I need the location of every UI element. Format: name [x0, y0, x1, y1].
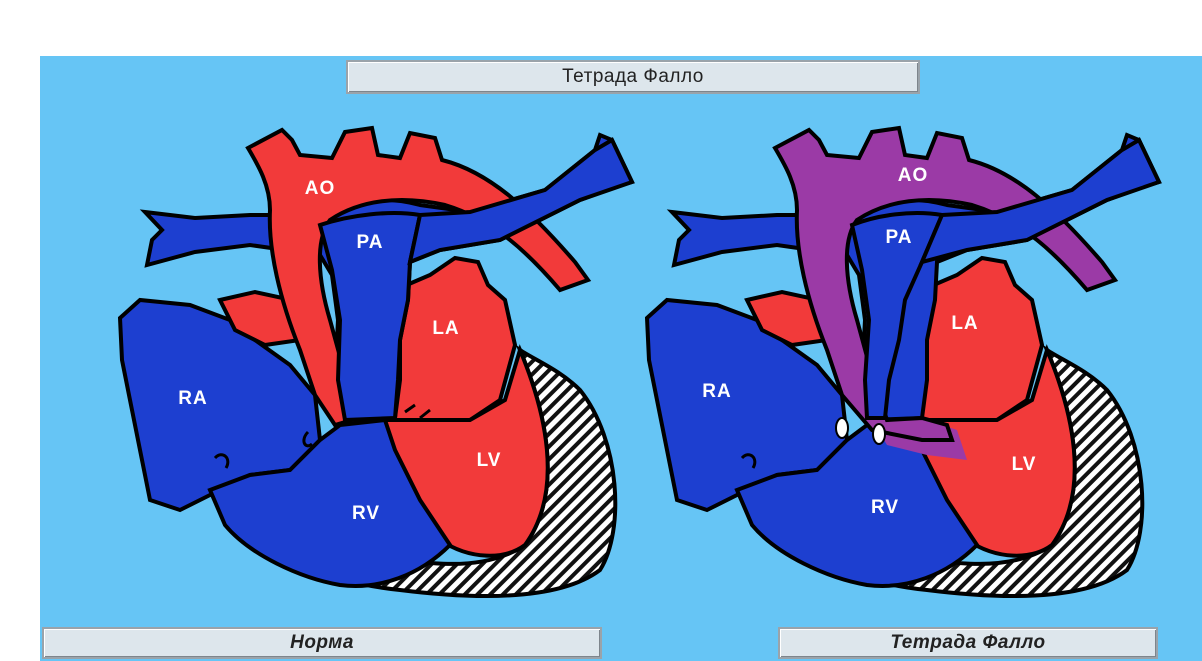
label-la-tof: LA [951, 313, 978, 334]
heart-tof: AO PA LA RA LV RV [647, 128, 1159, 596]
label-ra-normal: RA [178, 388, 207, 409]
label-ao-normal: AO [305, 178, 336, 199]
caption-tof: Тетрада Фалло [778, 627, 1158, 659]
caption-tof-text: Тетрада Фалло [890, 632, 1045, 654]
label-ao-tof: AO [898, 165, 929, 186]
label-lv-normal: LV [477, 450, 502, 471]
label-rv-tof: RV [871, 497, 899, 518]
caption-normal: Норма [42, 627, 602, 659]
caption-normal-text: Норма [290, 632, 354, 654]
label-pa-tof: PA [886, 227, 913, 248]
label-rv-normal: RV [352, 503, 380, 524]
label-lv-tof: LV [1012, 454, 1037, 475]
label-la-normal: LA [432, 318, 459, 339]
heart-normal: AO PA LA RA LV RV [120, 128, 632, 596]
label-ra-tof: RA [702, 381, 731, 402]
label-pa-normal: PA [357, 232, 384, 253]
